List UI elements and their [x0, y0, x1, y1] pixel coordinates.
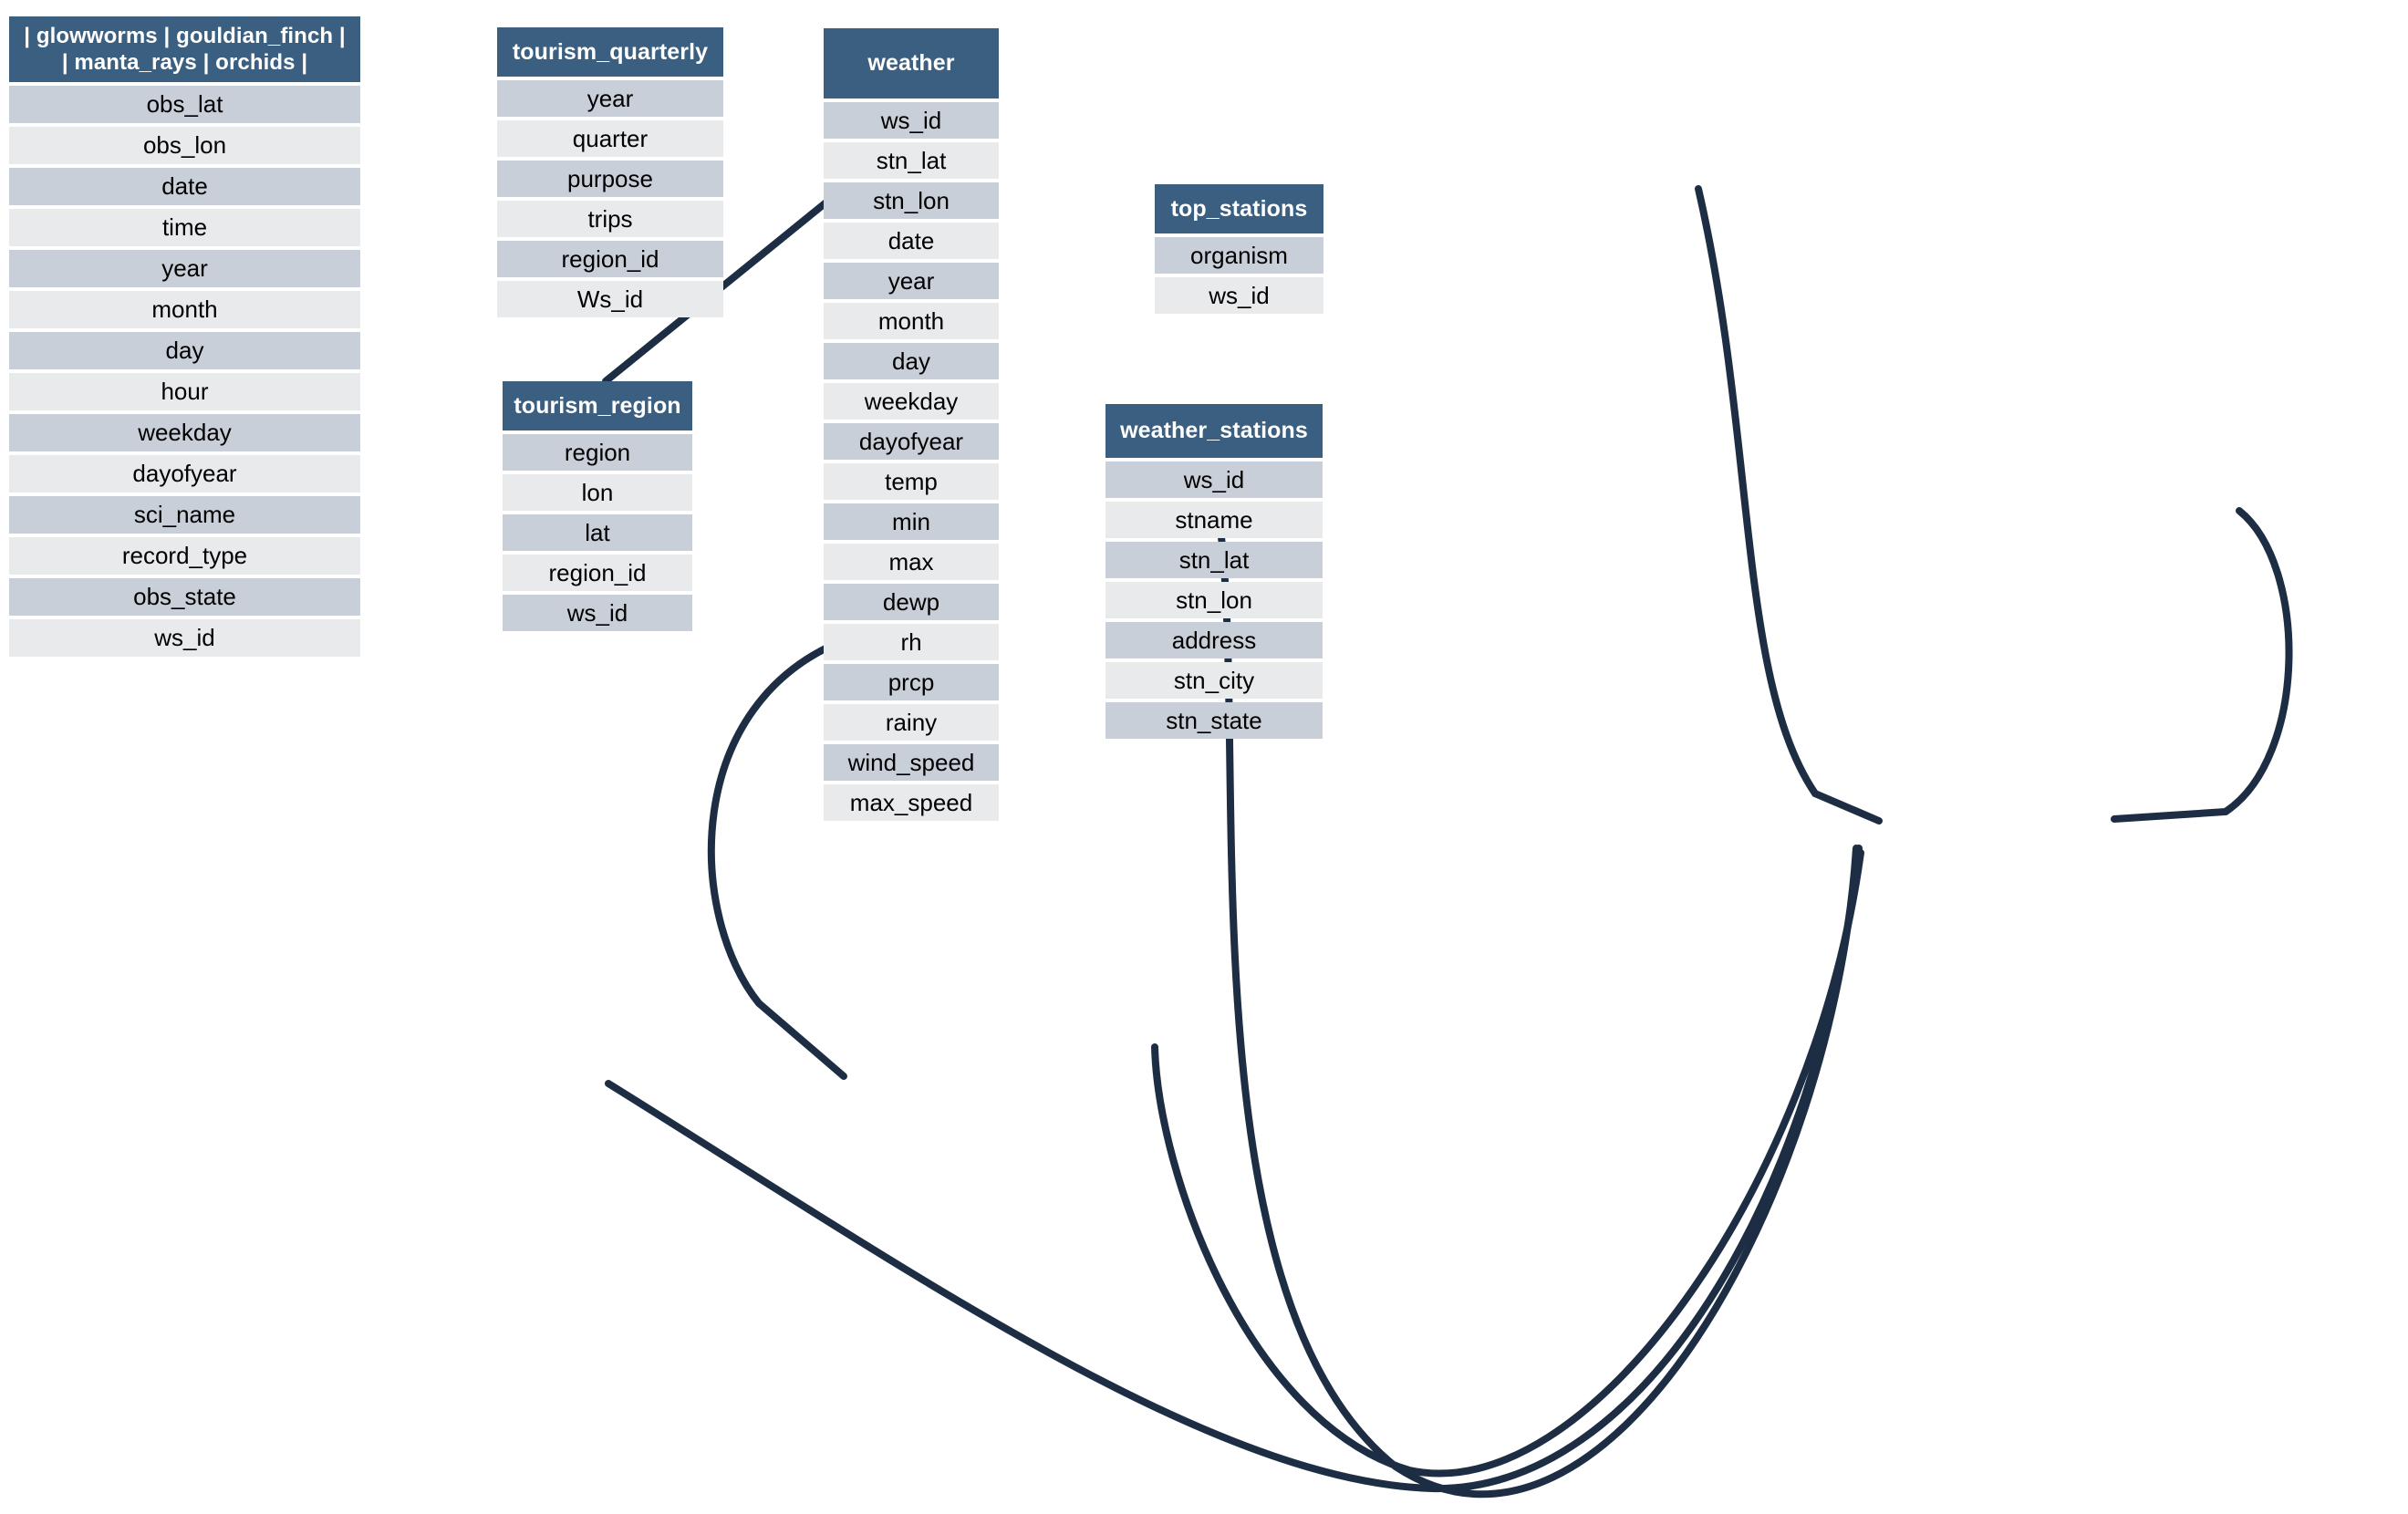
column-ws_id[interactable]: ws_id	[503, 595, 692, 631]
column-year[interactable]: year	[9, 250, 360, 287]
column-ws_id[interactable]: ws_id	[9, 619, 360, 657]
table-title-top-stations: top_stations	[1155, 184, 1323, 233]
column-stn_lat[interactable]: stn_lat	[1105, 542, 1323, 578]
column-rh[interactable]: rh	[824, 624, 999, 660]
column-organism[interactable]: organism	[1155, 237, 1323, 274]
column-stn_lon[interactable]: stn_lon	[1105, 582, 1323, 618]
column-address[interactable]: address	[1105, 622, 1323, 658]
column-weekday[interactable]: weekday	[9, 414, 360, 451]
column-year[interactable]: year	[824, 263, 999, 299]
column-temp[interactable]: temp	[824, 463, 999, 500]
column-hour[interactable]: hour	[9, 373, 360, 410]
column-max[interactable]: max	[824, 544, 999, 580]
table-title-tourism-quarterly: tourism_quarterly	[497, 27, 723, 77]
column-month[interactable]: month	[9, 291, 360, 328]
column-dayofyear[interactable]: dayofyear	[9, 455, 360, 493]
column-trips[interactable]: trips	[497, 201, 723, 237]
column-stn_lon[interactable]: stn_lon	[824, 182, 999, 219]
erd-table-tourism-region[interactable]: tourism_region region lon lat region_id …	[503, 381, 692, 631]
erd-table-weather[interactable]: weather ws_id stn_lat stn_lon date year …	[824, 28, 999, 821]
column-ws_id[interactable]: ws_id	[824, 102, 999, 139]
column-time[interactable]: time	[9, 209, 360, 246]
column-weekday[interactable]: weekday	[824, 383, 999, 420]
erd-table-organisms[interactable]: | glowworms | gouldian_finch | | manta_r…	[9, 16, 360, 657]
column-date[interactable]: date	[9, 168, 360, 205]
column-quarter[interactable]: quarter	[497, 120, 723, 157]
column-obs_state[interactable]: obs_state	[9, 578, 360, 616]
column-date[interactable]: date	[824, 223, 999, 259]
column-day[interactable]: day	[9, 332, 360, 369]
column-region_id[interactable]: region_id	[503, 555, 692, 591]
table-title-organisms: | glowworms | gouldian_finch | | manta_r…	[9, 16, 360, 82]
erd-table-weather-stations[interactable]: weather_stations ws_id stname stn_lat st…	[1105, 404, 1323, 739]
column-year[interactable]: year	[497, 80, 723, 117]
column-stname[interactable]: stname	[1105, 502, 1323, 538]
column-sci_name[interactable]: sci_name	[9, 496, 360, 534]
table-title-weather: weather	[824, 28, 999, 99]
column-region[interactable]: region	[503, 434, 692, 471]
column-region_id[interactable]: region_id	[497, 241, 723, 277]
column-dewp[interactable]: dewp	[824, 584, 999, 620]
edge-top-stations-wsid-to-ws-wsid	[2111, 507, 2293, 823]
column-record_type[interactable]: record_type	[9, 537, 360, 575]
table-title-tourism-region: tourism_region	[503, 381, 692, 430]
table-title-weather-stations: weather_stations	[1105, 404, 1323, 458]
column-obs_lon[interactable]: obs_lon	[9, 127, 360, 164]
edge-organisms-wsid-to-ws-wsid	[605, 845, 1863, 1493]
column-Ws_id[interactable]: Ws_id	[497, 281, 723, 317]
column-min[interactable]: min	[824, 503, 999, 540]
column-ws_id[interactable]: ws_id	[1105, 461, 1323, 498]
erd-table-tourism-quarterly[interactable]: tourism_quarterly year quarter purpose t…	[497, 27, 723, 317]
column-max_speed[interactable]: max_speed	[824, 784, 999, 821]
edge-tr-wsid-to-ws-wsid	[1151, 849, 1864, 1478]
erd-table-top-stations[interactable]: top_stations organism ws_id	[1155, 184, 1323, 314]
column-month[interactable]: month	[824, 303, 999, 339]
edge-weather-wsid-to-ws-wsid	[1695, 185, 1883, 824]
column-wind_speed[interactable]: wind_speed	[824, 744, 999, 781]
column-lon[interactable]: lon	[503, 474, 692, 511]
column-ws_id[interactable]: ws_id	[1155, 277, 1323, 314]
column-stn_city[interactable]: stn_city	[1105, 662, 1323, 699]
column-stn_lat[interactable]: stn_lat	[824, 142, 999, 179]
column-dayofyear[interactable]: dayofyear	[824, 423, 999, 460]
column-stn_state[interactable]: stn_state	[1105, 702, 1323, 739]
column-obs_lat[interactable]: obs_lat	[9, 86, 360, 123]
column-lat[interactable]: lat	[503, 514, 692, 551]
column-day[interactable]: day	[824, 343, 999, 379]
column-prcp[interactable]: prcp	[824, 664, 999, 700]
column-rainy[interactable]: rainy	[824, 704, 999, 741]
column-purpose[interactable]: purpose	[497, 161, 723, 197]
